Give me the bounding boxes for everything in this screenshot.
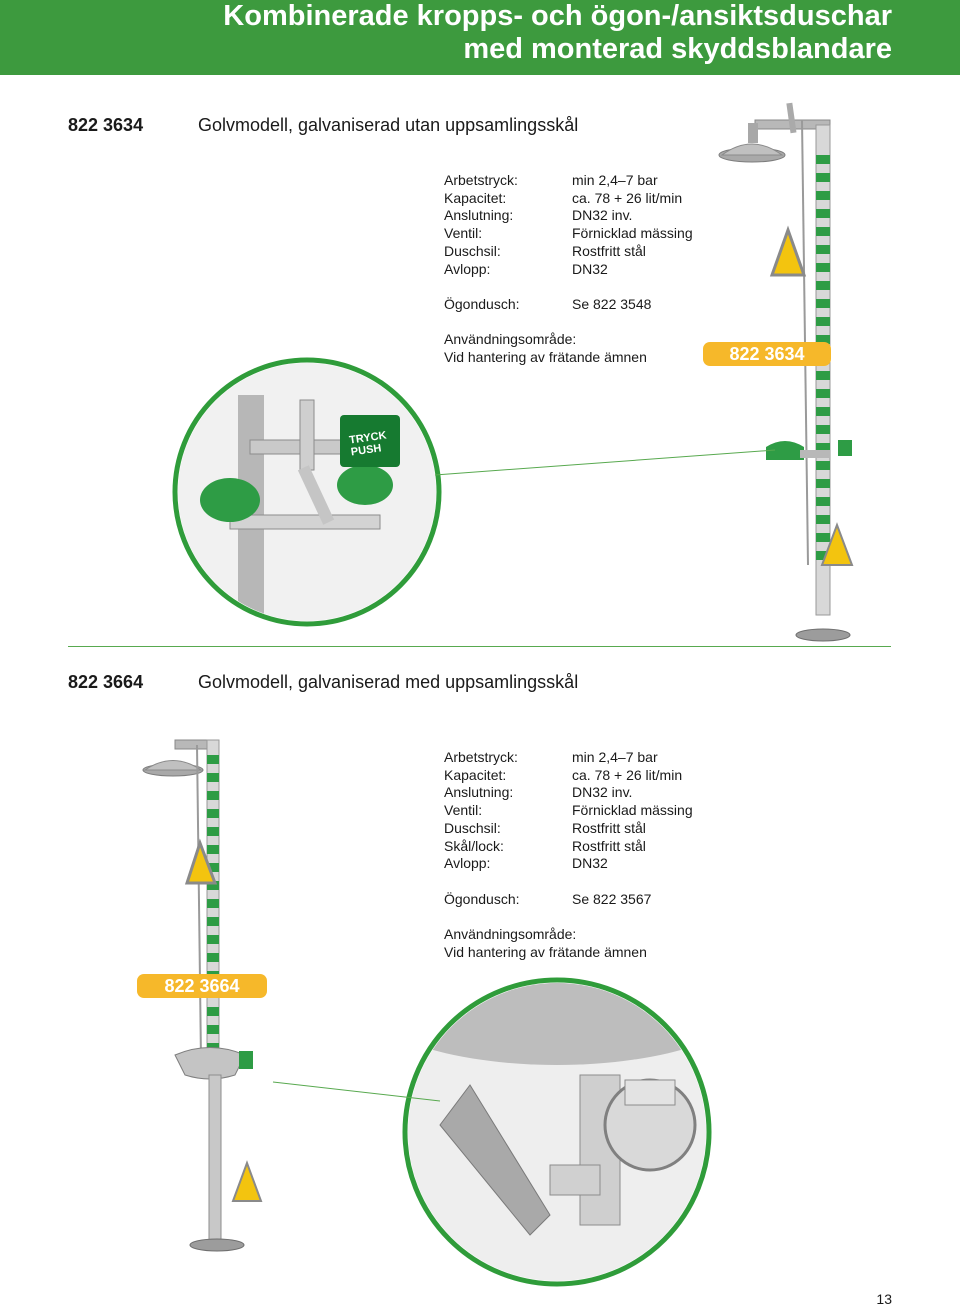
header-banner: Kombinerade kropps- och ögon-/ansiktsdus… [0,0,960,75]
section-divider [68,646,891,647]
leader-line-2 [272,1081,441,1102]
spec-value: ca. 78 + 26 lit/min [572,189,683,206]
spec-row: Arbetstryck: min 2,4–7 bar [444,749,693,767]
spec-label: Duschsil: [444,819,501,836]
spec-label: Avlopp: [444,260,491,277]
spec-row: Avlopp: DN32 [444,855,693,873]
eyewash-value: Se 822 3548 [572,295,652,312]
product-specs-1: Arbetstryck: min 2,4–7 bar Kapacitet: ca. … [444,172,693,367]
spec-value: min 2,4–7 bar [572,172,658,188]
usage-label: Användningsområde: [444,926,577,942]
shower-station-illustration-1 [718,102,854,642]
spec-value: DN32 [572,260,608,277]
product-description: Golvmodell, galvaniserad utan uppsamling… [198,115,579,135]
spec-label: Avlopp: [444,855,491,872]
usage-label: Användningsområde: [444,331,577,348]
spec-label: Kapacitet: [444,766,507,783]
spec-row: Kapacitet: ca. 78 + 26 lit/min [444,190,693,208]
eyewash-label: Ögondusch: [444,295,520,312]
product-code: 822 3634 [68,115,144,135]
page-title-line-1: Kombinerade kropps- och ögon-/ansiktsdus… [223,0,892,32]
product-badge-1: 822 3634 [703,342,831,366]
spec-value: Rostfritt stål [572,837,646,854]
product-badge-2: 822 3664 [137,974,267,998]
eyewash-detail-circle-1 [172,357,442,627]
spec-row: Skål/lock: Rostfritt stål [444,838,693,856]
valve-detail-circle-2 [402,977,712,1287]
spec-value: min 2,4–7 bar [572,749,658,765]
spec-label: Arbetstryck: [444,749,518,765]
spec-row: Duschsil: Rostfritt stål [444,820,693,838]
product-specs-2: Arbetstryck: min 2,4–7 bar Kapacitet: ca. … [444,749,693,961]
eyewash-label: Ögondusch: [444,890,520,907]
spec-label: Ventil: [444,225,483,242]
spec-row: Ventil: Förnicklad mässing [444,802,693,820]
shower-station-illustration-2 [142,739,263,1252]
spec-label: Anslutning: [444,207,514,224]
spec-row: Arbetstryck: min 2,4–7 bar [444,172,693,190]
usage-value: Vid hantering av frätande ämnen [444,349,647,365]
spec-value: Rostfritt stål [572,242,646,259]
eyewash-row: Ögondusch: Se 822 3567 [444,891,693,909]
spec-row: Ventil: Förnicklad mässing [444,225,693,243]
spec-label: Duschsil: [444,242,501,259]
eyewash-row: Ögondusch: Se 822 3548 [444,296,693,314]
spec-row: Anslutning: DN32 inv. [444,784,693,802]
spec-value: DN32 inv. [572,207,633,224]
spec-value: DN32 inv. [572,784,633,801]
spec-label: Anslutning: [444,784,514,801]
product-heading-2: 822 3664 Golvmodell, galvaniserad med upp… [68,672,578,693]
spec-row: Kapacitet: ca. 78 + 26 lit/min [444,767,693,785]
spec-label: Arbetstryck: [444,172,518,188]
spec-row: Avlopp: DN32 [444,261,693,279]
leader-line-1 [434,449,776,476]
usage-value: Vid hantering av frätande ämnen [444,943,647,960]
product-code: 822 3664 [68,672,144,692]
spec-label: Ventil: [444,802,483,819]
spec-value: Förnicklad mässing [572,225,693,242]
spec-value: Förnicklad mässing [572,802,693,819]
eyewash-value: Se 822 3567 [572,890,652,907]
product-heading-1: 822 3634 Golvmodell, galvaniserad utan up… [68,115,578,136]
spec-value: ca. 78 + 26 lit/min [572,766,683,783]
spec-value: DN32 [572,855,608,872]
page-title-line-2: med monterad skyddsblandare [463,33,892,65]
spec-label: Kapacitet: [444,189,507,206]
spec-row: Duschsil: Rostfritt stål [444,243,693,261]
page-number: 13 [876,1291,892,1307]
spec-row: Anslutning: DN32 inv. [444,207,693,225]
product-description: Golvmodell, galvaniserad med uppsamlings… [198,672,579,692]
spec-label: Skål/lock: [444,837,504,854]
spec-value: Rostfritt stål [572,819,646,836]
